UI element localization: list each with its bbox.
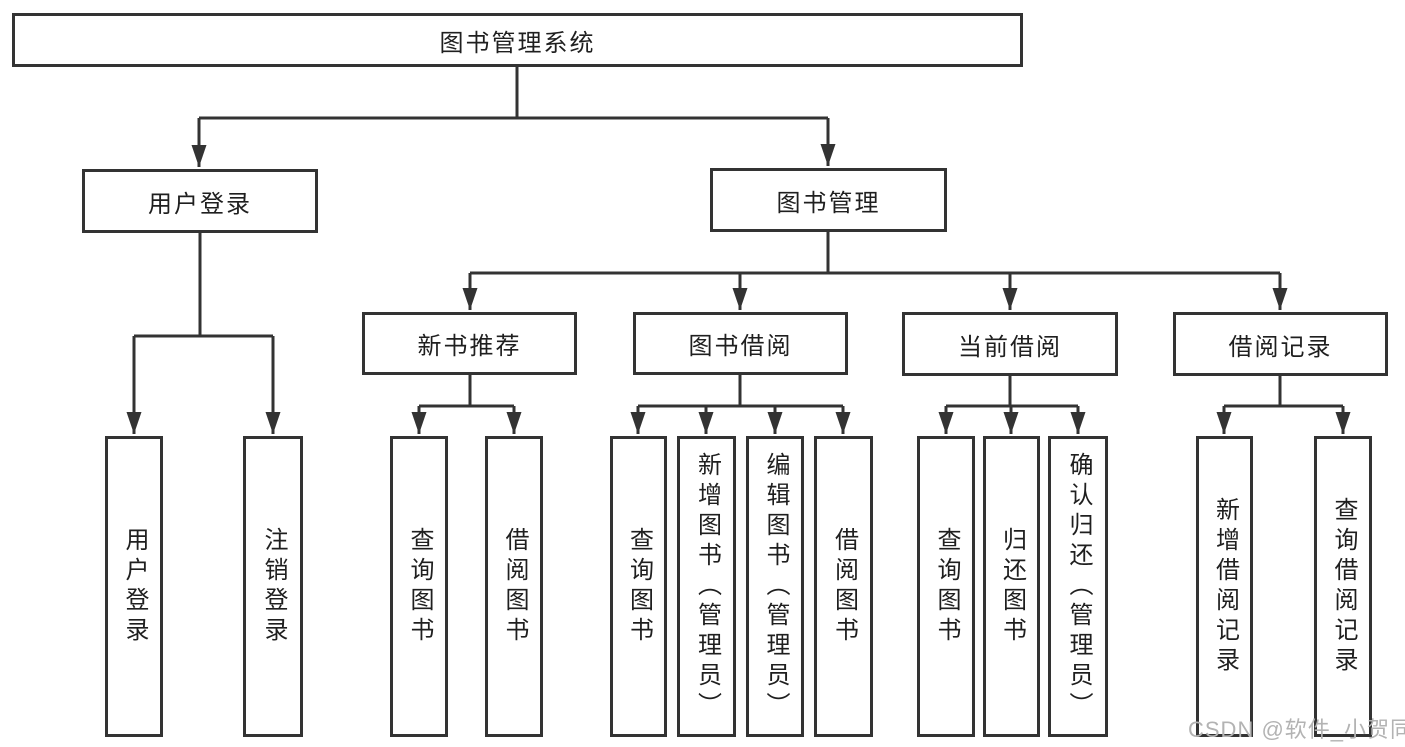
- node-book-borrowing: 图书借阅: [633, 312, 848, 375]
- node-library-management-system: 图书管理系统: [12, 13, 1023, 67]
- csdn-watermark: CSDN @软件_小贺同学: [1188, 717, 1405, 742]
- leaf-current-confirm-return-admin: 确认归还（管理员）: [1048, 436, 1108, 737]
- leaf-newbook-query-books: 查询图书: [390, 436, 448, 737]
- leaf-newbook-borrow-books: 借阅图书: [485, 436, 543, 737]
- leaf-borrow-edit-books-admin: 编辑图书（管理员）: [746, 436, 804, 737]
- node-book-management: 图书管理: [710, 168, 947, 232]
- node-user-login: 用户登录: [82, 169, 318, 233]
- leaf-user-login: 用户登录: [105, 436, 163, 737]
- leaf-logout: 注销登录: [243, 436, 303, 737]
- leaf-record-query-borrow-record: 查询借阅记录: [1314, 436, 1372, 737]
- node-new-book-recommend: 新书推荐: [362, 312, 577, 375]
- leaf-borrow-query-books: 查询图书: [610, 436, 667, 737]
- leaf-current-query-books: 查询图书: [917, 436, 975, 737]
- node-current-borrowing: 当前借阅: [902, 312, 1118, 376]
- leaf-record-add-borrow-record: 新增借阅记录: [1196, 436, 1253, 737]
- leaf-current-return-books: 归还图书: [983, 436, 1040, 737]
- leaf-borrow-add-books-admin: 新增图书（管理员）: [677, 436, 736, 737]
- node-borrowing-records: 借阅记录: [1173, 312, 1388, 376]
- leaf-borrow-borrow-books: 借阅图书: [814, 436, 873, 737]
